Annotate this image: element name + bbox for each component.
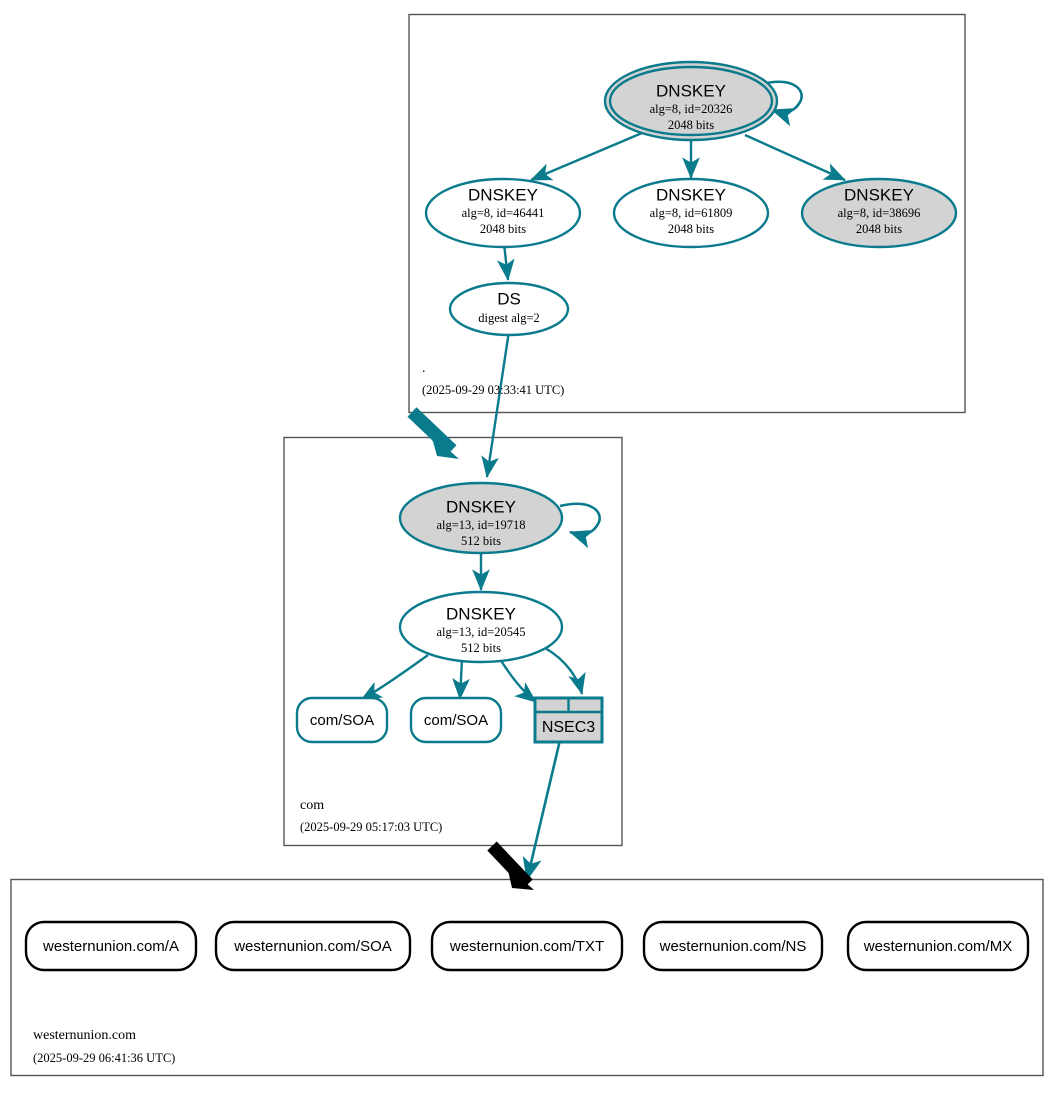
node-title: DNSKEY — [446, 497, 516, 516]
node-label: westernunion.com/NS — [659, 938, 807, 955]
zone-box-com — [283, 436, 623, 847]
edge-com-zsk-to-soa-2 — [452, 658, 470, 700]
zone-name: . — [422, 361, 426, 376]
node-title: DNSKEY — [656, 185, 726, 204]
edge-root-46441-to-ds — [496, 242, 515, 281]
node-subtitle-alg: alg=8, id=61809 — [650, 206, 733, 220]
node-title: DNSKEY — [468, 185, 538, 204]
node-label: westernunion.com/MX — [863, 938, 1012, 955]
zone-timestamp: (2025-09-29 03:33:41 UTC) — [422, 383, 564, 397]
node-subtitle-bits: 512 bits — [461, 641, 501, 655]
node-label: com/SOA — [424, 712, 488, 729]
node-dnskey-root-zsk-61809[interactable]: DNSKEY alg=8, id=61809 2048 bits — [612, 177, 770, 249]
node-rrset-westernunion-mx[interactable]: westernunion.com/MX — [846, 920, 1030, 972]
node-label: westernunion.com/A — [42, 938, 179, 955]
edge-root-ksk-to-46441 — [530, 131, 643, 182]
node-rrset-westernunion-ns[interactable]: westernunion.com/NS — [642, 920, 824, 972]
node-dnskey-com-ksk-19718[interactable]: DNSKEY alg=13, id=19718 512 bits — [398, 481, 564, 555]
node-rrset-westernunion-soa[interactable]: westernunion.com/SOA — [214, 920, 412, 972]
edge-com-zsk-to-nsec3-b — [544, 646, 586, 695]
node-title: DNSKEY — [656, 81, 726, 100]
zone-label-root: . (2025-09-29 03:33:41 UTC) — [422, 361, 564, 397]
node-subtitle-alg: alg=13, id=20545 — [436, 625, 525, 639]
node-rrset-com-soa-1[interactable]: com/SOA — [295, 696, 389, 744]
node-subtitle-alg: alg=8, id=38696 — [838, 206, 921, 220]
zone-name: westernunion.com — [33, 1028, 136, 1043]
node-title: DNSKEY — [844, 185, 914, 204]
node-label: NSEC3 — [542, 719, 595, 736]
zone-name: com — [300, 798, 324, 813]
zone-timestamp: (2025-09-29 05:17:03 UTC) — [300, 820, 442, 834]
edge-root-ksk-to-38696 — [744, 133, 846, 182]
node-subtitle-bits: 2048 bits — [668, 118, 714, 132]
node-subtitle-alg: alg=8, id=20326 — [650, 102, 733, 116]
node-rrset-westernunion-txt[interactable]: westernunion.com/TXT — [430, 920, 624, 972]
node-dnskey-root-zsk-38696[interactable]: DNSKEY alg=8, id=38696 2048 bits — [800, 177, 958, 249]
node-dnskey-root-ksk-20326[interactable]: DNSKEY alg=8, id=20326 2048 bits — [603, 60, 779, 142]
delegation-arrow-root-to-com — [407, 407, 459, 459]
node-subtitle-bits: 2048 bits — [668, 222, 714, 236]
edge-com-zsk-to-nsec3-a — [498, 658, 537, 703]
edge-ds-to-com-dnskey — [481, 330, 511, 478]
zone-label-com: com (2025-09-29 05:17:03 UTC) — [300, 798, 442, 834]
node-label: westernunion.com/SOA — [233, 938, 392, 955]
node-subtitle-bits: 512 bits — [461, 534, 501, 548]
node-subtitle-bits: 2048 bits — [480, 222, 526, 236]
edge-self-sign-root-ksk — [761, 80, 803, 127]
node-dnskey-com-zsk-20545[interactable]: DNSKEY alg=13, id=20545 512 bits — [398, 590, 564, 664]
node-nsec3-com[interactable]: NSEC3 — [533, 696, 604, 744]
zone-timestamp: (2025-09-29 06:41:36 UTC) — [33, 1051, 175, 1065]
node-dnskey-root-zsk-46441[interactable]: DNSKEY alg=8, id=46441 2048 bits — [424, 177, 582, 249]
zone-box-westernunion — [10, 878, 1044, 1077]
node-subtitle-bits: 2048 bits — [856, 222, 902, 236]
node-subtitle-alg: alg=8, id=46441 — [462, 206, 545, 220]
delegation-arrow-com-to-westernunion — [487, 841, 534, 890]
zone-label-westernunion: westernunion.com (2025-09-29 06:41:36 UT… — [33, 1028, 175, 1065]
edge-self-sign-com-ksk — [559, 502, 601, 549]
node-ds-root[interactable]: DS digest alg=2 — [448, 281, 570, 337]
node-title: DS — [497, 289, 521, 308]
edge-nsec3-to-westernunion — [522, 739, 562, 882]
node-subtitle-digest: digest alg=2 — [478, 311, 540, 325]
node-title: DNSKEY — [446, 604, 516, 623]
edge-com-zsk-to-soa-1 — [360, 654, 429, 702]
node-label: westernunion.com/TXT — [449, 938, 604, 955]
node-subtitle-alg: alg=13, id=19718 — [436, 518, 525, 532]
node-label: com/SOA — [310, 712, 374, 729]
node-rrset-westernunion-a[interactable]: westernunion.com/A — [24, 920, 198, 972]
node-rrset-com-soa-2[interactable]: com/SOA — [409, 696, 503, 744]
